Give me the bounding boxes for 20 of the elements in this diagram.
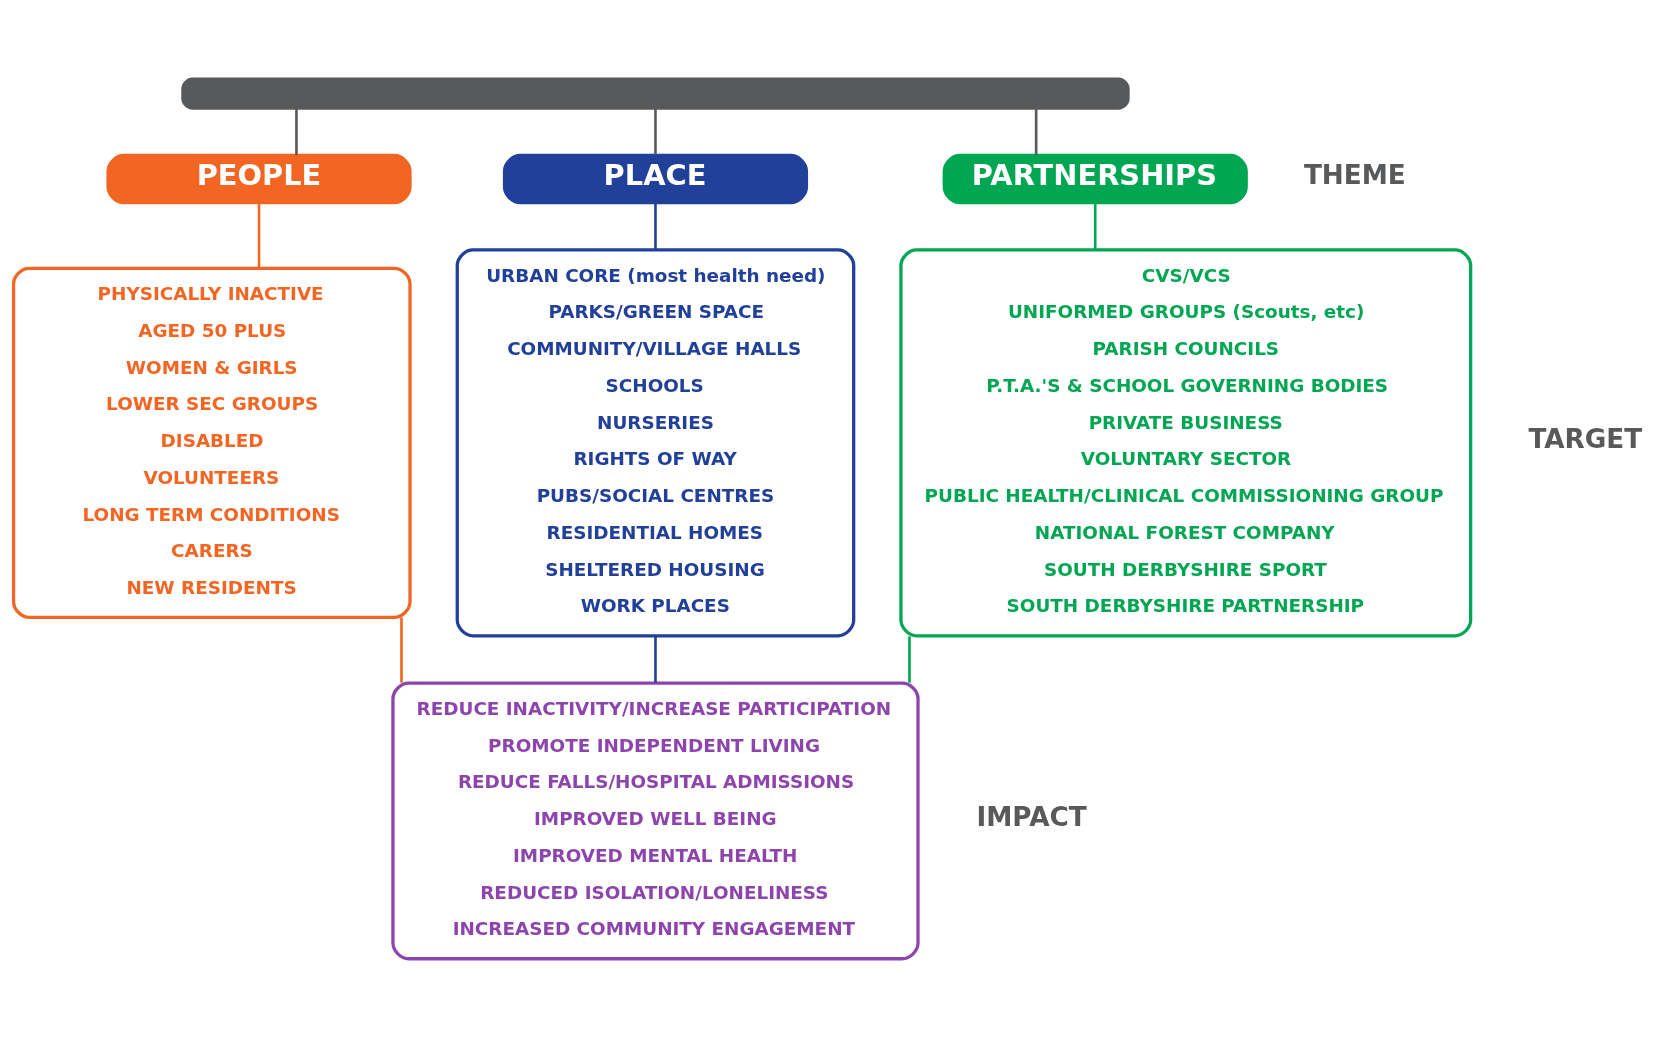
connector <box>257 202 261 268</box>
label: TARGET <box>1528 424 1643 455</box>
node-box: PLACE <box>502 153 809 205</box>
connector <box>400 617 403 683</box>
node-box: PEOPLE <box>106 153 412 205</box>
label: IMPACT <box>976 802 1087 833</box>
node-box: CVS/VCS UNIFORMED GROUPS (Scouts, etc) PARISH COUNCILS P.T.A.'S & SCHOOL GOVERNING BODIES PRIVATE BUSINESS VOLUNTARY SECTOR PUBLIC HEALTH/CLINICAL COMMISSIONING GROUP NATIONAL FOREST COMPANY SOUTH DERBYSHIRE SPORT SOUTH DERBYSHIRE PARTNERSHIP <box>899 248 1473 638</box>
connector <box>295 108 298 156</box>
connector <box>654 202 657 250</box>
connector <box>654 108 657 156</box>
connector <box>654 636 657 683</box>
node-box: URBAN CORE (most health need) PARKS/GREEN SPACE COMMUNITY/VILLAGE HALLS SCHOOLS NURSERIES RIGHTS OF WAY PUBS/SOCIAL CENTRES RESIDENTIAL HOMES SHELTERED HOUSING WORK PLACES <box>455 248 856 638</box>
node-box <box>181 77 1130 110</box>
node-box: REDUCE INACTIVITY/INCREASE PARTICIPATION PROMOTE INDEPENDENT LIVING REDUCE FALLS/HOSPITAL ADMISSIONS IMPROVED WELL BEING IMPROVED MENTAL HEALTH REDUCED ISOLATION/LONELINESS INCREASED COMMUNITY ENGAGEMENT <box>391 681 920 961</box>
node-box: PHYSICALLY INACTIVE AGED 50 PLUS WOMEN & GIRLS LOWER SEC GROUPS DISABLED VOLUNTEERS LONG TERM CONDITIONS CARERS NEW RESIDENTS <box>11 266 412 620</box>
label: THEME <box>1303 160 1406 191</box>
connector <box>1034 108 1038 156</box>
node-box: PARTNERSHIPS <box>942 153 1248 205</box>
connector <box>908 636 911 683</box>
connector <box>1093 202 1097 250</box>
